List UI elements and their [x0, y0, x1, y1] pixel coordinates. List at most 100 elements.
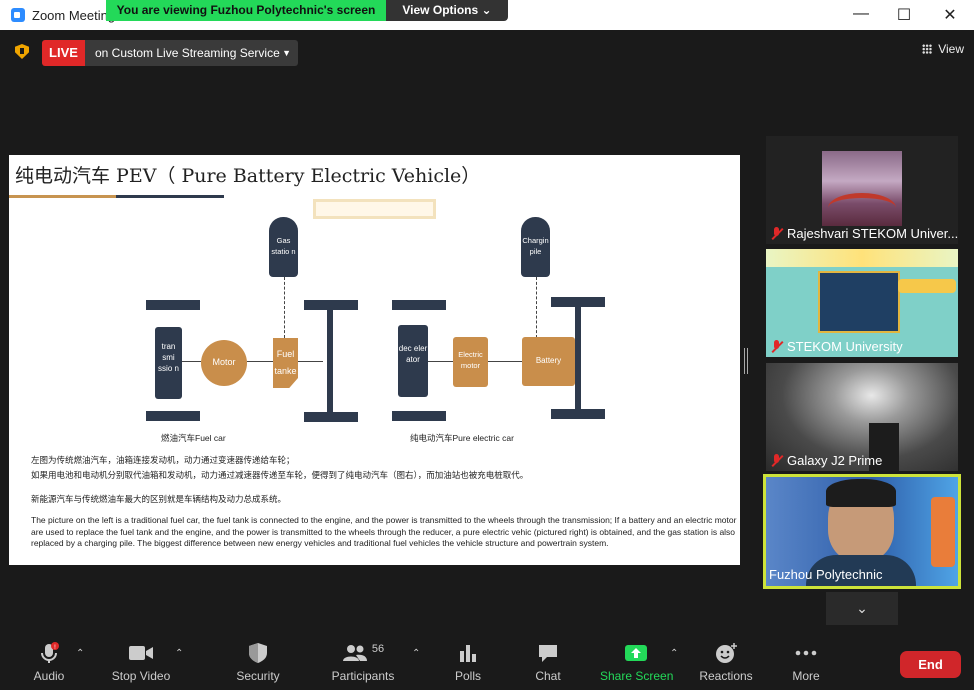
body-cn-line-1: 左图为传统燃油汽车，油箱连接发动机，动力通过变速器传递给车轮；	[31, 455, 295, 465]
mic-muted-icon	[770, 454, 783, 467]
participant-tile[interactable]: Rajeshvari STEKOM Univer...	[766, 136, 958, 244]
share-screen-button[interactable]: Share Screen	[600, 642, 674, 683]
bar-chart-icon	[448, 642, 488, 664]
transmission-motor-link	[182, 361, 201, 362]
battery-label: Battery	[535, 356, 562, 365]
participant-tile[interactable]: STEKOM University	[766, 249, 958, 357]
motor-battery-link	[488, 361, 522, 362]
share-options-chevron[interactable]: ⌃	[670, 648, 679, 659]
live-badge: LIVE	[42, 40, 85, 66]
charging-pile-label: Chargin pile	[522, 236, 549, 256]
right-front-axle-bottom	[392, 411, 446, 421]
motor-circle: Motor	[201, 340, 247, 386]
audio-options-chevron[interactable]: ⌃	[76, 648, 85, 659]
battery-block: Battery	[522, 337, 575, 386]
more-button[interactable]: More	[786, 642, 826, 683]
presentation-slide: 纯电动汽车 PEV（ Pure Battery Electric Vehicle…	[9, 155, 740, 565]
transmission-label: tran smi ssio n	[158, 342, 179, 373]
panel-resize-handle[interactable]	[744, 348, 748, 374]
stream-service-label: on Custom Live Streaming Service	[95, 46, 280, 60]
participant-name: STEKOM University	[787, 339, 903, 354]
more-dots-icon	[786, 642, 826, 664]
right-rear-axle-bottom	[551, 409, 605, 419]
left-rear-axle-shaft	[327, 310, 333, 412]
bridge-image	[828, 193, 896, 223]
end-meeting-button[interactable]: End	[900, 651, 961, 678]
screen-share-banner: You are viewing Fuzhou Polytechnic's scr…	[106, 0, 508, 21]
caret-down-icon: ▼	[282, 48, 291, 58]
stop-video-button[interactable]: Stop Video	[108, 642, 174, 683]
security-label: Security	[236, 669, 280, 683]
right-front-axle-top	[392, 300, 446, 310]
left-front-axle-top	[146, 300, 200, 310]
meeting-toolbar: ! Audio ⌃ Stop Video ⌃ Security 56 Parti…	[0, 636, 974, 690]
avatar	[822, 151, 902, 226]
video-options-chevron[interactable]: ⌃	[175, 648, 184, 659]
security-button[interactable]: Security	[232, 642, 284, 683]
participant-name-tag: Rajeshvari STEKOM Univer...	[770, 226, 958, 241]
scroll-down-button[interactable]: ⌄	[826, 592, 898, 625]
tank-axle-link	[298, 361, 323, 362]
stream-banner-image	[766, 249, 958, 267]
audio-button[interactable]: ! Audio	[29, 642, 69, 683]
microphone-icon: !	[29, 642, 69, 664]
person-shirt-image	[806, 555, 916, 586]
polls-button[interactable]: Polls	[448, 642, 488, 683]
shield-icon	[232, 642, 284, 664]
charging-pile-cylinder: Chargin pile	[521, 217, 550, 277]
electric-car-caption: 纯电动汽车Pure electric car	[410, 433, 514, 443]
participant-name: Rajeshvari STEKOM Univer...	[787, 226, 958, 241]
maximize-button[interactable]: ☐	[896, 7, 912, 24]
participants-options-chevron[interactable]: ⌃	[412, 648, 421, 659]
stop-video-label: Stop Video	[111, 669, 171, 683]
share-screen-label: Share Screen	[600, 669, 674, 683]
view-label: View	[938, 42, 964, 56]
title-underline-navy	[116, 195, 224, 198]
fuel-tank-label: Fuel tanke	[274, 349, 297, 376]
mic-muted-icon	[770, 340, 783, 353]
chat-label: Chat	[535, 669, 561, 683]
motor-label: Motor	[212, 357, 236, 367]
participant-count: 56	[371, 643, 385, 655]
participant-tile[interactable]: Galaxy J2 Prime	[766, 363, 958, 471]
share-screen-icon	[600, 642, 672, 664]
minimize-button[interactable]: —	[853, 5, 869, 22]
chat-button[interactable]: Chat	[528, 642, 568, 683]
participant-name-tag: STEKOM University	[770, 339, 903, 354]
decelerator-label: dec eler ator	[398, 344, 428, 364]
chevron-down-icon: ⌄	[481, 3, 492, 17]
window-title-bar: Zoom Meeting You are viewing Fuzhou Poly…	[0, 0, 974, 30]
reactions-label: Reactions	[699, 669, 753, 683]
participants-button[interactable]: 56 Participants	[330, 642, 396, 683]
close-button[interactable]: ✕	[943, 7, 957, 24]
stream-service-dropdown[interactable]: on Custom Live Streaming Service ▼	[85, 40, 298, 66]
audio-label: Audio	[33, 669, 65, 683]
slide-watermark-box	[313, 199, 436, 219]
title-underline-gold	[9, 195, 116, 198]
decelerator-motor-link	[428, 361, 453, 362]
gas-station-link	[284, 277, 285, 338]
mic-muted-icon	[770, 227, 783, 240]
meeting-header-bar: LIVE on Custom Live Streaming Service ▼ …	[0, 30, 974, 74]
participant-name: Galaxy J2 Prime	[787, 453, 883, 468]
transmission-block: tran smi ssio n	[155, 327, 182, 399]
reactions-button[interactable]: Reactions	[698, 642, 754, 683]
window-title: Zoom Meeting	[32, 8, 116, 23]
svg-text:!: !	[54, 645, 56, 651]
video-grid-image	[818, 271, 900, 333]
live-stream-indicator[interactable]: LIVE on Custom Live Streaming Service ▼	[42, 40, 298, 66]
view-options-button[interactable]: View Options ⌄	[386, 0, 508, 21]
fuel-tank-block: Fuel tanke	[273, 338, 298, 388]
participants-label: Participants	[331, 669, 395, 683]
gas-station-cylinder: Gas statio n	[269, 217, 298, 277]
smiley-face-icon	[698, 642, 754, 664]
participant-tile-active-speaker[interactable]: Fuzhou Polytechnic	[763, 474, 961, 589]
doorway-image	[869, 423, 899, 471]
background-object-image	[931, 497, 955, 567]
sharing-status-text: You are viewing Fuzhou Polytechnic's scr…	[106, 0, 386, 21]
more-label: More	[792, 669, 820, 683]
left-rear-axle-bottom	[304, 412, 358, 422]
chat-bubble-icon	[528, 642, 568, 664]
polls-label: Polls	[454, 669, 481, 683]
view-button[interactable]: View	[922, 42, 964, 56]
